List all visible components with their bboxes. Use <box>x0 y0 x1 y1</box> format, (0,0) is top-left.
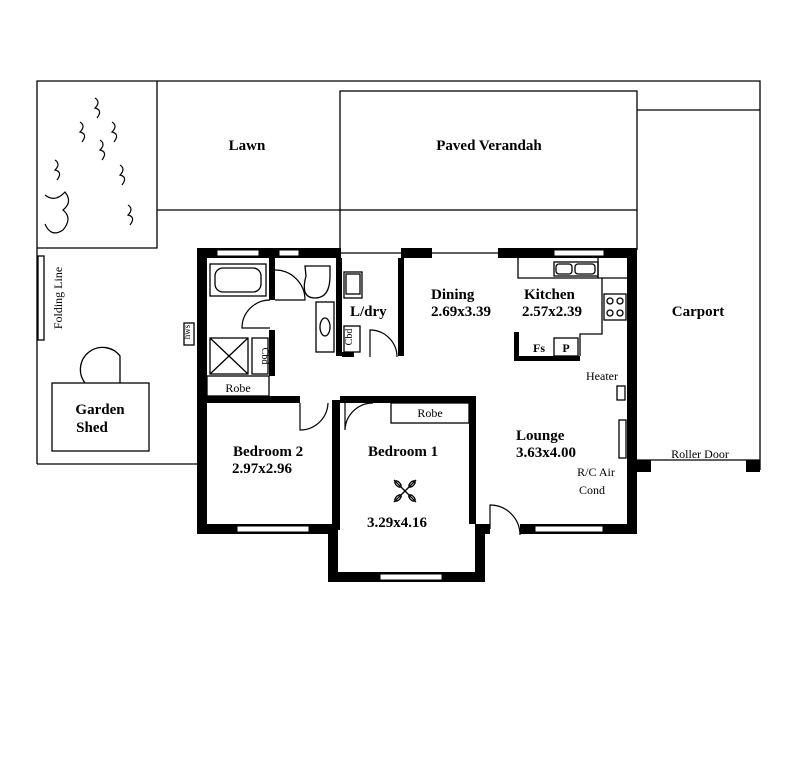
bathroom: Cbd <box>206 263 270 397</box>
carport-post-left <box>637 460 651 472</box>
laundry-cbd-label: Cbd <box>344 329 355 346</box>
bed1-robe-label: Robe <box>417 406 442 420</box>
laundry-label: L/dry <box>350 304 387 320</box>
bedroom1-size: 3.29x4.16 <box>367 515 428 531</box>
laundry-fixtures: Cbd <box>303 265 363 353</box>
aircond-label-2: Cond <box>579 483 605 497</box>
garden-plants <box>44 97 134 234</box>
bedroom1-label: Bedroom 1 <box>368 444 438 460</box>
windows <box>216 249 605 581</box>
carport-label: Carport <box>672 304 725 320</box>
doors <box>241 269 521 536</box>
garden-shed: Garden Shed <box>51 346 150 452</box>
verandah-label: Paved Verandah <box>436 138 542 154</box>
folding-line-marker <box>37 255 45 341</box>
carport-post-right <box>746 460 760 472</box>
site-outline <box>36 80 761 470</box>
garden-shed-label-1: Garden <box>75 402 125 418</box>
lounge-label: Lounge <box>516 428 565 444</box>
lounge-size: 3.63x4.00 <box>516 445 576 461</box>
bedroom2-label: Bedroom 2 <box>233 444 303 460</box>
dining-label: Dining <box>431 287 475 303</box>
kitchen-label: Kitchen <box>524 287 575 303</box>
hws-unit <box>183 322 195 346</box>
pantry-label: P <box>562 341 569 355</box>
kitchen-fixtures: Fs P <box>517 258 627 357</box>
hws-label: hws <box>182 324 192 339</box>
aircond-unit <box>618 419 627 459</box>
heater-unit <box>616 385 626 401</box>
folding-line-label: Folding Line <box>51 267 65 329</box>
bath-cbd-label: Cbd <box>259 348 270 365</box>
roller-door-label: Roller Door <box>671 447 729 461</box>
bed2-robe-label: Robe <box>225 381 250 395</box>
heater-label: Heater <box>586 369 618 383</box>
fs-label: Fs <box>533 341 545 355</box>
garden-shed-label-2: Shed <box>76 420 108 436</box>
lawn-label: Lawn <box>229 138 266 154</box>
aircond-label-1: R/C Air <box>577 465 615 479</box>
kitchen-size: 2.57x2.39 <box>522 304 582 320</box>
dining-size: 2.69x3.39 <box>431 304 491 320</box>
ceiling-fan-icon <box>393 479 417 503</box>
bedroom2-size: 2.97x2.96 <box>232 461 293 477</box>
bed1-robe <box>390 402 470 424</box>
